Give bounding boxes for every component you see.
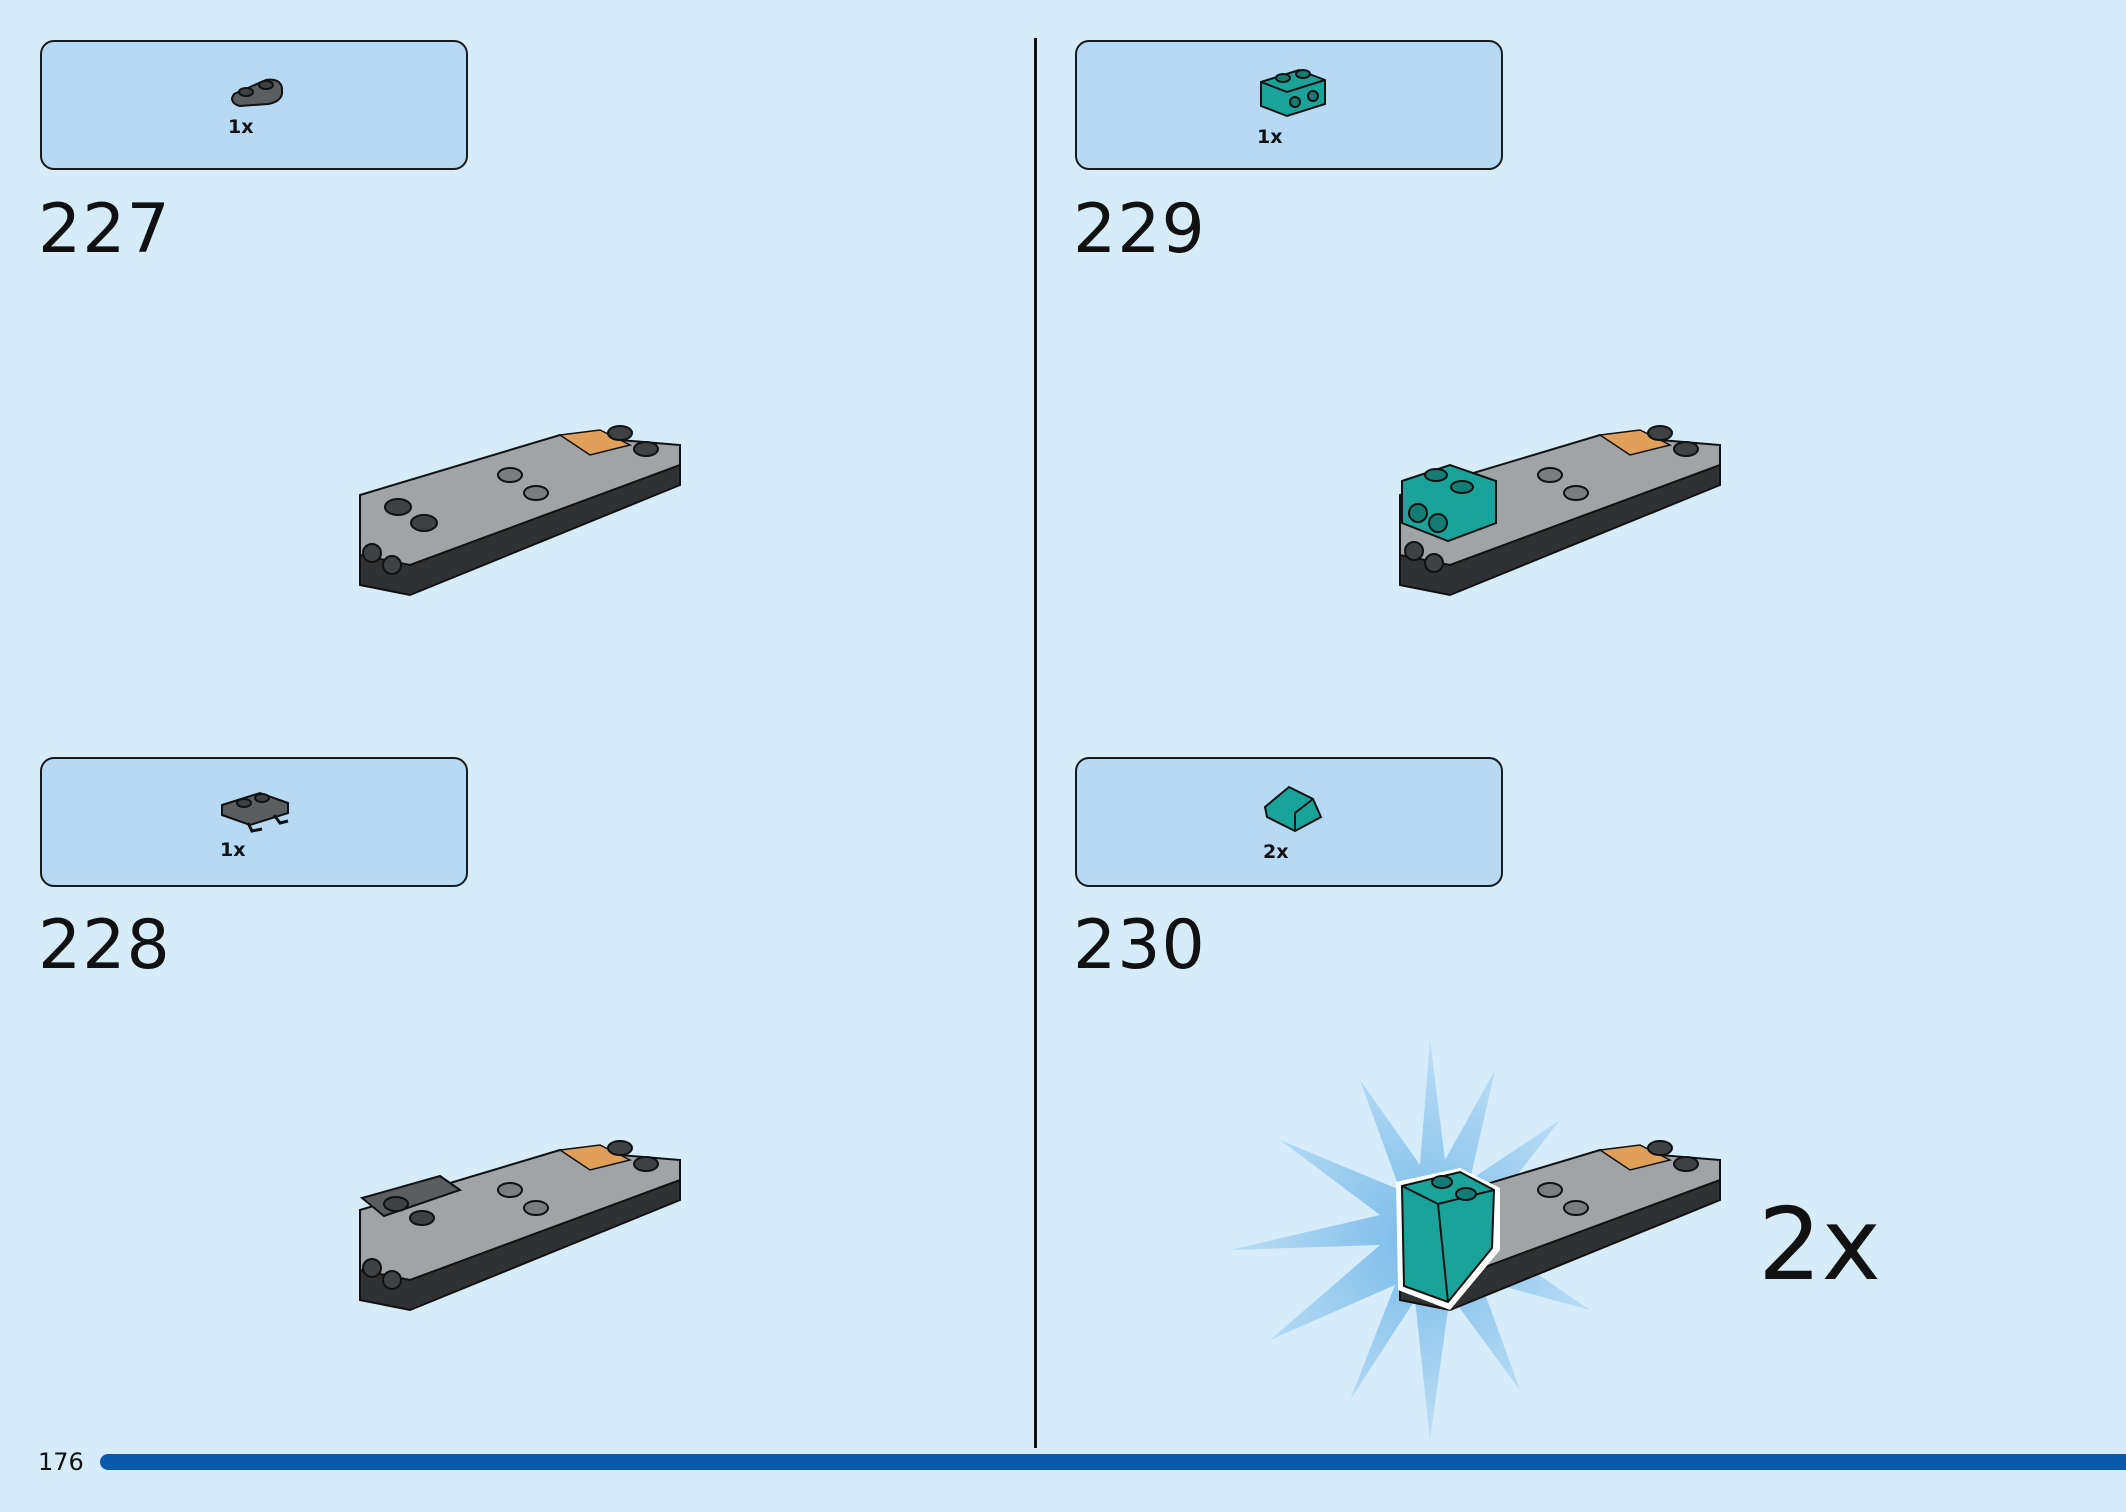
parts-callout: 1x (40, 757, 468, 887)
part-quantity: 1x (1257, 126, 1283, 148)
assembly-model-illustration (1399, 425, 1721, 597)
step-number: 227 (38, 190, 171, 269)
page-divider (1034, 38, 1037, 1448)
page-number: 176 (38, 1448, 84, 1476)
part-quantity: 1x (220, 839, 246, 861)
part-quantity: 1x (228, 116, 254, 138)
step-number: 228 (38, 906, 171, 985)
parts-callout: 1x (1075, 40, 1503, 170)
dark-gray-round-plate-1x2-icon (230, 78, 283, 108)
dark-gray-clip-plate-1x2-icon (221, 791, 289, 833)
build-multiplier: 2x (1758, 1186, 1881, 1303)
step-number: 229 (1073, 190, 1206, 269)
part-quantity: 2x (1263, 841, 1289, 863)
teal-slope-tile-icon (1263, 785, 1323, 833)
parts-callout: 2x (1075, 757, 1503, 887)
assembly-model-illustration (359, 1140, 681, 1312)
progress-bar (100, 1454, 2126, 1470)
teal-bracket-1x2-icon (1260, 68, 1326, 118)
parts-callout: 1x (40, 40, 468, 170)
assembly-model-illustration (1396, 1140, 1721, 1312)
assembly-model-illustration (359, 425, 681, 597)
step-number: 230 (1073, 906, 1206, 985)
